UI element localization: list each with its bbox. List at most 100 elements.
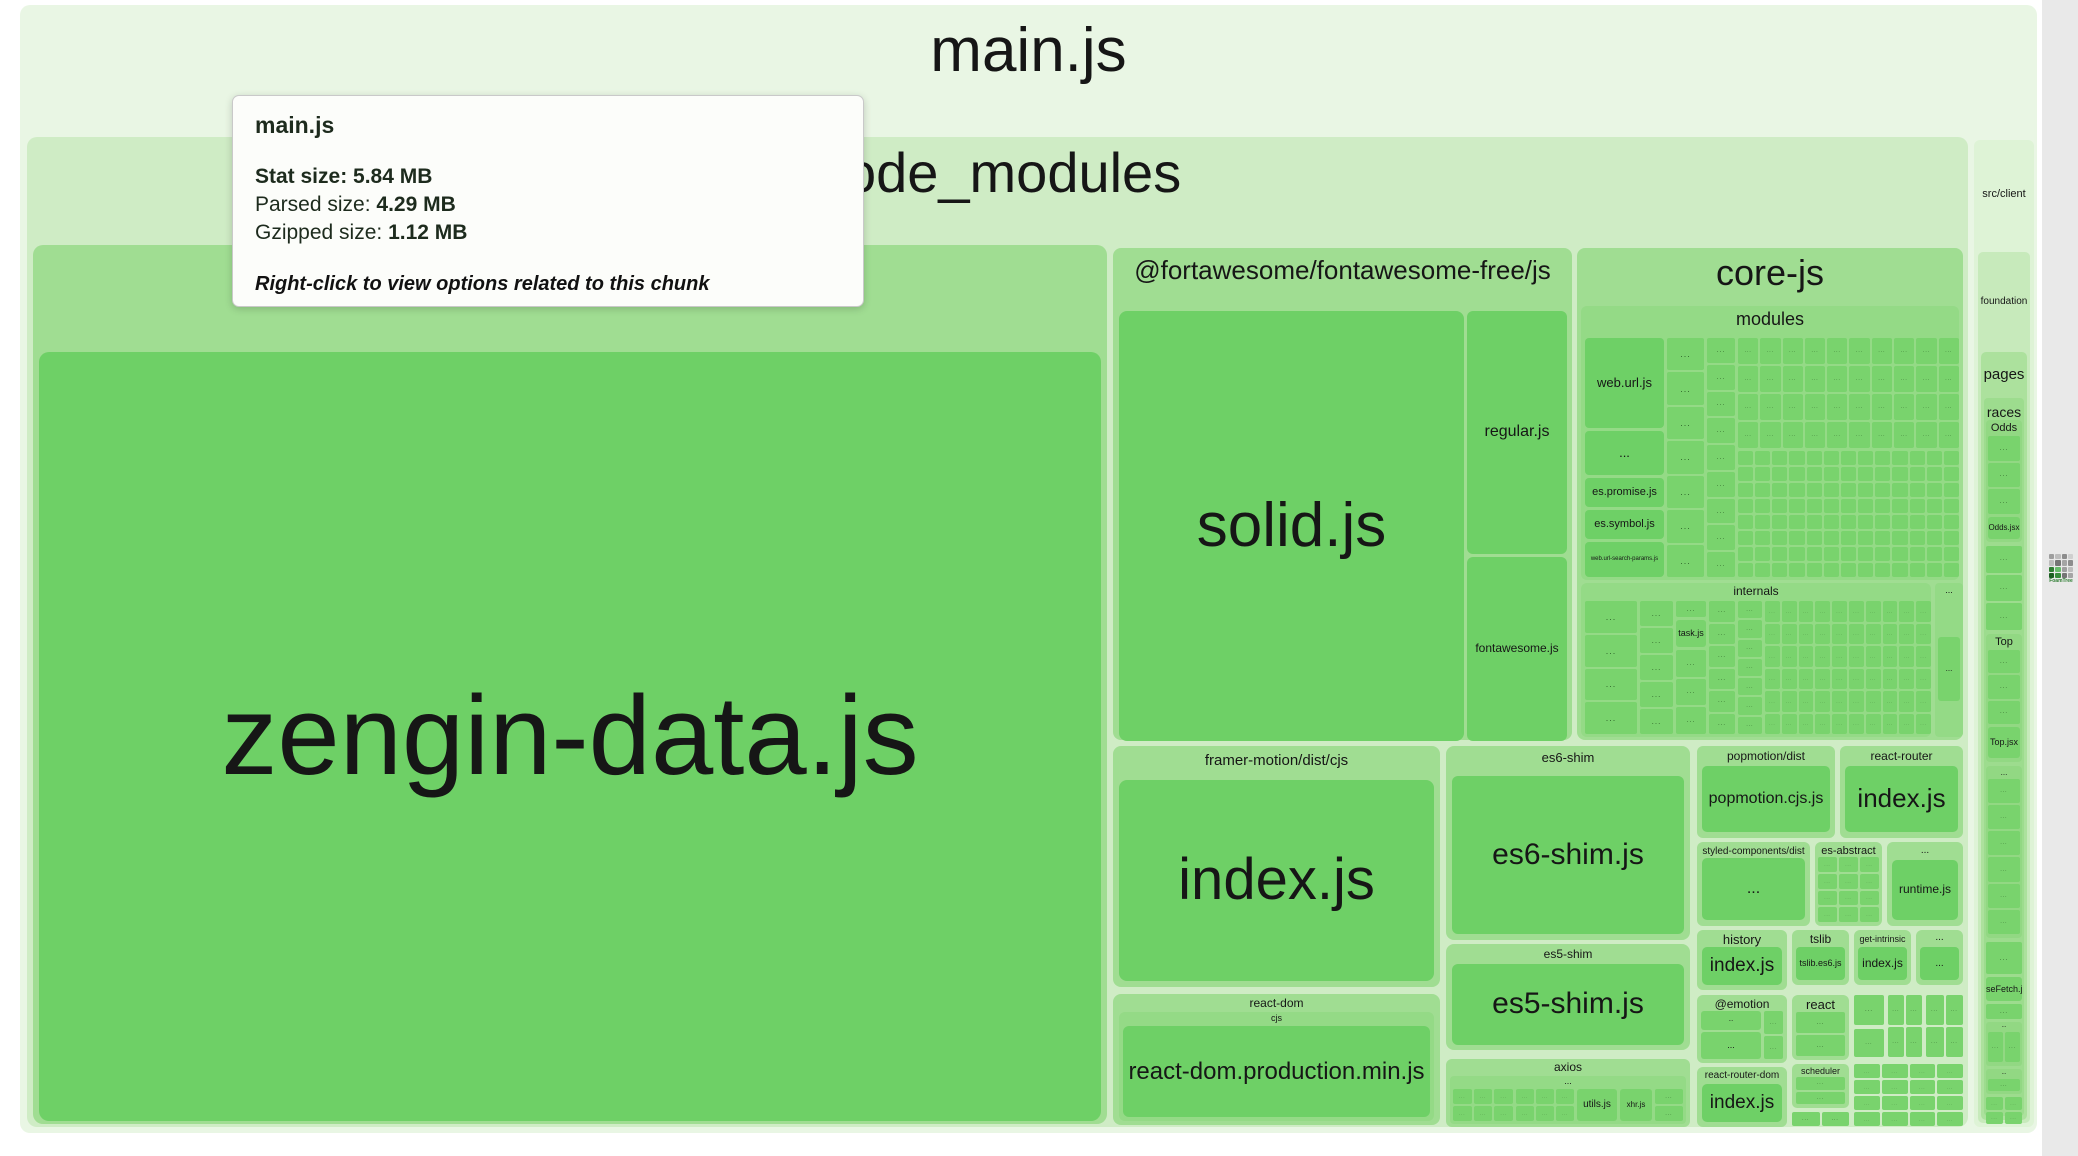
treemap-cell[interactable]: ... xyxy=(1765,601,1780,622)
treemap-cell[interactable] xyxy=(1772,563,1788,577)
treemap-cell[interactable]: ... xyxy=(1556,1089,1574,1104)
treemap-cell[interactable]: ... xyxy=(1815,691,1831,712)
treemap-cell[interactable]: ... xyxy=(1667,441,1704,474)
treemap-cell[interactable]: ... xyxy=(1453,1089,1472,1104)
treemap-cell[interactable]: ... xyxy=(1804,394,1826,420)
treemap-cell[interactable]: ... xyxy=(1854,1029,1884,1057)
file-regular-js[interactable]: regular.js xyxy=(1467,311,1567,554)
treemap-cell[interactable]: ... xyxy=(1804,338,1826,364)
treemap-cell[interactable]: ... xyxy=(1782,366,1803,392)
treemap-cell[interactable]: ... xyxy=(1888,1027,1904,1057)
treemap-cell[interactable]: ... xyxy=(1854,1064,1880,1078)
treemap-cell[interactable]: ... xyxy=(1986,546,2022,573)
treemap-cell[interactable] xyxy=(1772,483,1788,497)
treemap-cell[interactable]: ... xyxy=(1818,873,1837,889)
treemap-cell[interactable] xyxy=(1909,467,1925,481)
treemap-cell[interactable] xyxy=(1755,483,1771,497)
treemap-cell[interactable]: ... xyxy=(1865,646,1881,667)
treemap-cell[interactable] xyxy=(1858,547,1874,561)
treemap-cell[interactable]: ... xyxy=(1988,857,2020,882)
treemap-cell[interactable]: ... xyxy=(1676,601,1706,617)
treemap-cell[interactable]: ... xyxy=(1909,1064,1936,1078)
treemap-cell[interactable]: ... xyxy=(1945,995,1963,1025)
treemap-cell[interactable]: ... xyxy=(1849,422,1870,448)
treemap-cell[interactable]: ... xyxy=(1986,603,2022,630)
treemap-cell[interactable] xyxy=(1858,531,1874,545)
treemap-cell[interactable]: ... xyxy=(1849,668,1864,689)
treemap-cell[interactable]: ... xyxy=(1821,1112,1849,1126)
treemap-cell[interactable]: ... xyxy=(1798,691,1814,712)
treemap-cell[interactable] xyxy=(1806,531,1822,545)
treemap-cell[interactable]: ... xyxy=(2005,1032,2020,1062)
treemap-cell[interactable] xyxy=(1875,483,1891,497)
treemap-cell[interactable]: ... xyxy=(1782,422,1803,448)
treemap-cell[interactable] xyxy=(1806,563,1822,577)
treemap-cell[interactable] xyxy=(1738,531,1754,545)
treemap-cell[interactable] xyxy=(1755,499,1771,513)
treemap-cell[interactable]: ... xyxy=(1473,1106,1493,1121)
treemap-cell[interactable]: ... xyxy=(1882,668,1898,689)
treemap-cell[interactable]: ... xyxy=(1707,552,1735,577)
treemap-cell[interactable]: ... xyxy=(1765,691,1780,712)
treemap-cell[interactable]: ... xyxy=(1765,646,1780,667)
treemap-cell[interactable]: ... xyxy=(1738,678,1762,696)
treemap-cell[interactable]: ... xyxy=(1707,445,1735,470)
treemap-cell[interactable] xyxy=(1926,467,1942,481)
treemap-cell[interactable]: ... xyxy=(1804,366,1826,392)
treemap-cell[interactable]: ... xyxy=(1832,713,1847,734)
treemap-cell[interactable]: ... xyxy=(1988,1079,2020,1091)
treemap-cell[interactable]: ... xyxy=(1881,1080,1908,1094)
treemap-cell[interactable]: ... xyxy=(1899,646,1915,667)
treemap-cell[interactable]: ... xyxy=(1871,366,1893,392)
treemap-cell[interactable]: ... xyxy=(1938,366,1959,392)
treemap-cell[interactable]: ... xyxy=(1709,623,1735,644)
treemap-cell[interactable]: ... xyxy=(1760,422,1781,448)
treemap-cell[interactable]: ... xyxy=(1585,668,1637,701)
file-ellipsis[interactable]: ... xyxy=(1920,947,1959,980)
treemap-cell[interactable]: ... xyxy=(1707,471,1735,497)
treemap-cell[interactable] xyxy=(1738,515,1754,529)
treemap-cell[interactable] xyxy=(1789,547,1805,561)
treemap-cell[interactable] xyxy=(1823,531,1839,545)
grp-internals[interactable]: internals..............................t… xyxy=(1581,583,1931,737)
treemap-cell[interactable]: ... xyxy=(1865,668,1881,689)
treemap-cell[interactable] xyxy=(1755,451,1771,465)
treemap-cell[interactable] xyxy=(1875,515,1891,529)
treemap-cell[interactable] xyxy=(1875,499,1891,513)
treemap-cell[interactable]: ... xyxy=(1585,601,1637,633)
treemap-cell[interactable]: ... xyxy=(1707,338,1735,363)
treemap-cell[interactable] xyxy=(1823,451,1839,465)
treemap-cell[interactable]: ... xyxy=(1881,1112,1908,1126)
treemap-cell[interactable]: ... xyxy=(1916,366,1937,392)
file-es5-shim-js[interactable]: es5-shim.js xyxy=(1452,964,1684,1045)
treemap-cell[interactable]: ... xyxy=(1640,628,1673,653)
pkg-styled-components-dist[interactable]: styled-components/dist... xyxy=(1697,842,1810,926)
treemap-cell[interactable] xyxy=(1943,499,1959,513)
treemap-cell[interactable]: ... xyxy=(1655,1089,1683,1104)
file-web-url-js[interactable]: web.url.js xyxy=(1585,338,1664,428)
treemap-cell[interactable] xyxy=(1755,467,1771,481)
treemap-cell[interactable] xyxy=(1943,483,1959,497)
treemap-cell[interactable]: ... xyxy=(1798,713,1814,734)
treemap-cell[interactable]: ... xyxy=(1815,668,1831,689)
treemap-cell[interactable] xyxy=(1738,563,1754,577)
treemap-cell[interactable] xyxy=(1806,483,1822,497)
treemap-cell[interactable]: ... xyxy=(1764,1011,1783,1034)
treemap-cell[interactable]: ... xyxy=(1882,623,1898,644)
treemap-cell[interactable] xyxy=(1840,547,1857,561)
treemap-cell[interactable]: ... xyxy=(1916,623,1931,644)
file-index-js[interactable]: index.js xyxy=(1119,780,1434,981)
treemap-cell[interactable]: ... xyxy=(1796,1077,1845,1090)
treemap-cell[interactable] xyxy=(1858,563,1874,577)
treemap-cell[interactable]: ... xyxy=(1988,831,2020,856)
treemap-cell[interactable]: ... xyxy=(1988,650,2020,674)
treemap-cell[interactable] xyxy=(1840,467,1857,481)
treemap-cell[interactable] xyxy=(1755,547,1771,561)
treemap-cell[interactable]: ... xyxy=(1494,1106,1513,1121)
treemap-cell[interactable] xyxy=(1875,563,1891,577)
treemap-cell[interactable]: ... xyxy=(1738,394,1759,420)
treemap-cell[interactable]: ... xyxy=(1849,394,1870,420)
treemap-cell[interactable] xyxy=(1772,467,1788,481)
